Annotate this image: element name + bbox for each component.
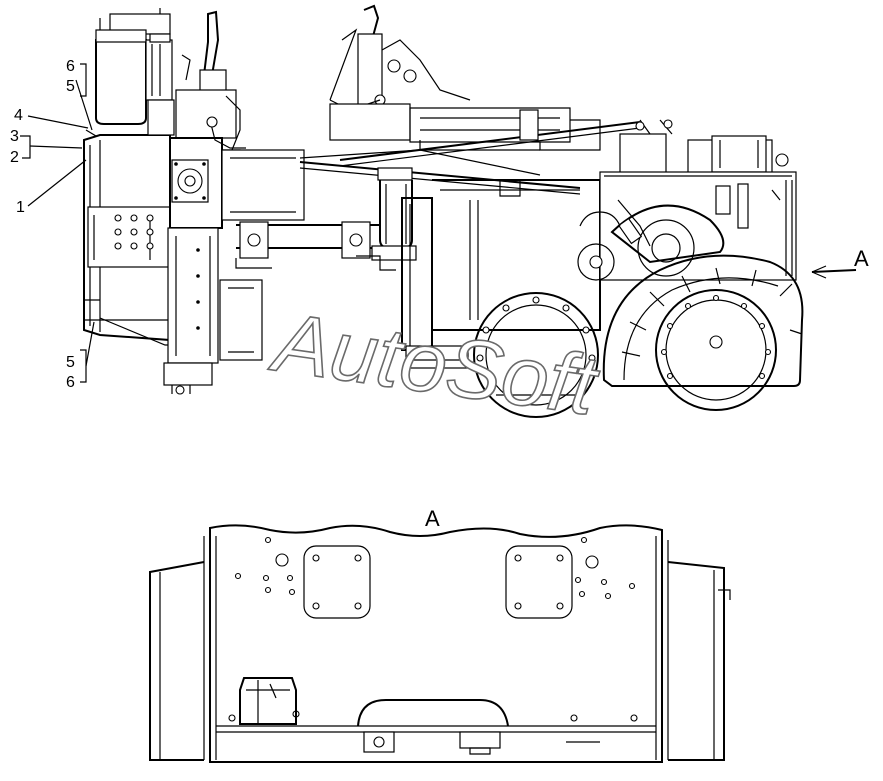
upper-right-mechanism xyxy=(599,119,797,281)
view-arrow-label: A xyxy=(854,246,869,271)
filter-canister xyxy=(95,8,175,136)
main-assembly-side-view xyxy=(20,4,857,418)
callout-4: 4 xyxy=(14,107,23,124)
view-arrow xyxy=(811,265,857,279)
callout-3: 3 xyxy=(10,128,19,145)
gear-housing-left xyxy=(169,137,305,229)
callout-2: 2 xyxy=(10,149,19,166)
flanged-drum-left xyxy=(473,292,599,418)
pump-column xyxy=(163,227,263,395)
control-linkage-block xyxy=(329,4,601,151)
callout-5-top: 5 xyxy=(66,78,75,95)
callout-leaders xyxy=(20,63,97,383)
gearbox-casing xyxy=(401,179,601,369)
callout-5-bottom: 5 xyxy=(66,354,75,371)
callout-6-bottom: 6 xyxy=(66,374,75,391)
left-flange-housing xyxy=(83,134,171,346)
view-title: A xyxy=(425,506,440,531)
toothed-wheel-right xyxy=(602,254,804,411)
callout-1: 1 xyxy=(16,199,25,216)
labels: 6 5 4 3 2 1 5 6 A A xyxy=(10,58,869,531)
watermark: AutoSoft xyxy=(264,294,605,433)
drive-shaft xyxy=(235,221,380,269)
bell-housing xyxy=(577,199,725,281)
pedal-linkage xyxy=(175,10,246,151)
callout-6-top: 6 xyxy=(66,58,75,75)
view-a-drawing xyxy=(149,524,731,763)
mid-filter xyxy=(356,167,417,271)
